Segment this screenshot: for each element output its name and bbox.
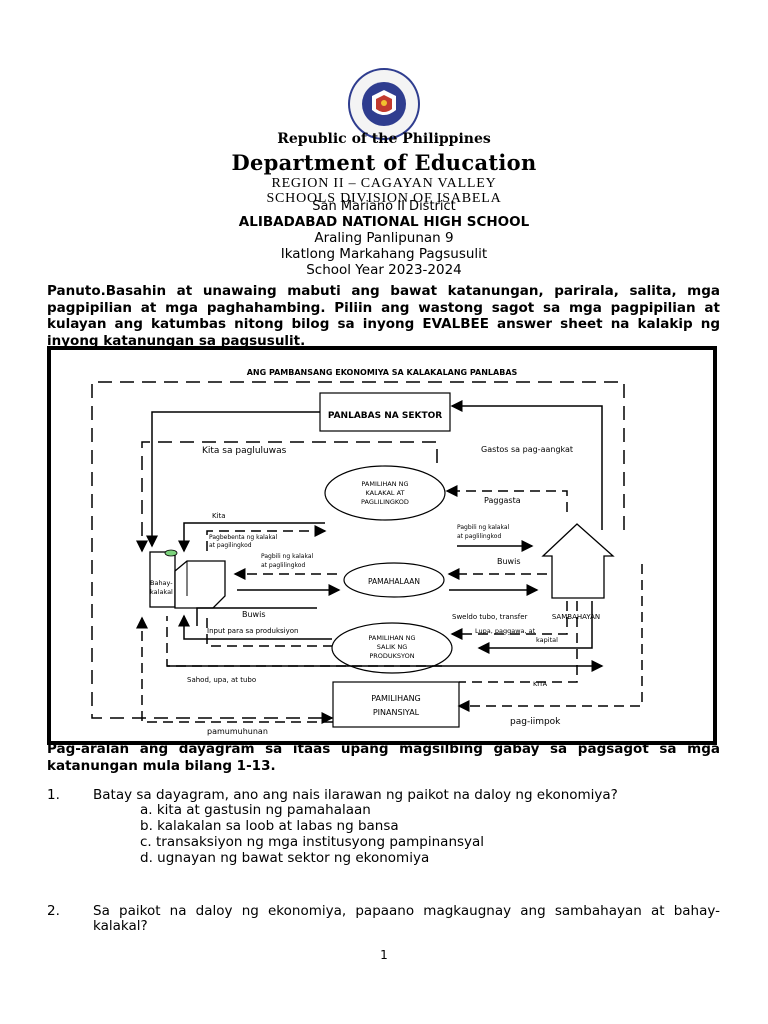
input-label: Input para sa produksiyon [207, 627, 298, 635]
division-line: SCHOOLS DIVISION OF ISABELA [266, 191, 502, 206]
gastos-label: Gastos sa pag-aangkat [481, 445, 573, 454]
school-year: School Year 2023-2024 [306, 262, 462, 278]
bahay-kalakal-building [149, 551, 176, 608]
deped-seal-graphic [348, 68, 420, 140]
diagram-title: ANG PAMBANSANG EKONOMIYA SA KALAKALANG P… [247, 368, 518, 377]
pamumuhunan-label: pamumuhunan [207, 727, 268, 736]
kalakal-label-2: KALAKAL AT [365, 489, 404, 497]
panlabas-label: PANLABAS NA SEKTOR [328, 411, 442, 421]
option-c: c. transaksiyon ng mga institusyong pamp… [140, 834, 485, 850]
pagbebenta-label-2: at pagilingkod [209, 542, 252, 549]
instructions-line: kulayan ang katumbas nitong bilog sa iny… [47, 316, 720, 332]
pinansiyal-box [332, 681, 460, 728]
question-text: Batay sa dayagram, ano ang nais ilarawan… [93, 787, 618, 803]
kita2-label: KITA [533, 680, 548, 688]
page-number: 1 [380, 948, 388, 962]
bahay-label-1: Bahay- [150, 579, 173, 587]
lupa-label-1: Lupa, paggawa, at [475, 627, 536, 635]
guide-line: Pag-aralan ang dayagram sa itaas upang m… [47, 741, 720, 757]
question-number: 2. [47, 903, 60, 919]
lupa-label-2: kapital [536, 636, 558, 644]
question-text-line: kalakal? [93, 918, 148, 934]
pagiimpok-label: pag-iimpok [510, 717, 561, 727]
subject-line: Araling Panlipunan 9 [314, 230, 454, 246]
option-a: a. kita at gastusin ng pamahalaan [140, 802, 371, 818]
pinansiyal-label-1: PAMILIHANG [371, 694, 421, 703]
circular-flow-diagram: ANG PAMBANSANG EKONOMIYA SA KALAKALANG P… [47, 346, 717, 745]
guide-line: katanungan mula bilang 1-13. [47, 757, 276, 774]
salik-label-3: PRODUKSYON [369, 652, 414, 660]
salik-label-2: SALIK NG [377, 643, 407, 651]
question-number: 1. [47, 787, 60, 803]
instructions-line: inyong katanungan sa pagsusulit. [47, 332, 306, 349]
instructions-paragraph: Panuto.Basahin at unawaing mabuti ang ba… [47, 283, 720, 349]
salik-label-1: PAMILIHAN NG [368, 634, 415, 642]
paggasta-label: Paggasta [484, 496, 521, 505]
republic-line: Republic of the Philippines [277, 131, 491, 147]
import-arrow [450, 400, 603, 530]
sahod-label: Sahod, upa, at tubo [187, 676, 256, 684]
circular-flow-svg: ANG PAMBANSANG EKONOMIYA SA KALAKALANG P… [47, 346, 717, 745]
region-line: REGION II – CAGAYAN VALLEY [271, 176, 497, 191]
pagbili-left-label-1: Pagbili ng kalakal [261, 553, 314, 560]
pagbili-left-label-2: at paglilingkod [261, 562, 305, 569]
kalakal-market [324, 465, 446, 521]
question-text-line: Sa paikot na daloy ng ekonomiya, papaano… [93, 903, 720, 919]
bahay-label-2: kalakal [150, 588, 173, 596]
kalakal-label-3: PAGLILINGKOD [361, 498, 409, 506]
option-b: b. kalakalan sa loob at labas ng bansa [140, 818, 399, 834]
pamahalaan-label: PAMAHALAAN [368, 577, 420, 586]
district-line: San Mariano II District [312, 199, 456, 214]
buwis-right-label: Buwis [497, 557, 521, 566]
sambahayan-label: SAMBAHAYAN [552, 613, 600, 621]
buwis-left-label: Buwis [242, 610, 266, 619]
salik-market [331, 622, 453, 674]
department-title: Department of Education [231, 150, 537, 175]
school-name: ALIBADABAD NATIONAL HIGH SCHOOL [238, 214, 530, 230]
pinansiyal-label-2: PINANSIYAL [373, 708, 420, 717]
sambahayan-house [541, 523, 615, 599]
deped-seal [346, 66, 422, 142]
guide-paragraph: Pag-aralan ang dayagram sa itaas upang m… [47, 741, 720, 774]
instructions-line: pagpipilian at mga paghahambing. Piliin … [47, 299, 720, 316]
kita-pagluluwas-label: Kita sa pagluluwas [202, 446, 287, 456]
pamahalaan-ellipse [343, 562, 445, 598]
panlabas-box [319, 392, 451, 432]
export-arrow [146, 411, 320, 548]
kita-label: Kita [212, 512, 226, 520]
pagbebenta-label-1: Pagbebenta ng kalakal [209, 534, 278, 541]
instructions-line: Panuto.Basahin at unawaing mabuti ang ba… [47, 283, 720, 299]
kalakal-label-1: PAMILIHAN NG [361, 480, 408, 488]
exam-title: Ikatlong Markahang Pagsusulit [280, 246, 488, 262]
sweldo-label: Sweldo tubo, transfer [452, 613, 527, 621]
option-d: d. ugnayan ng bawat sektor ng ekonomiya [140, 850, 430, 866]
pagbili-right-label-2: at paglilingkod [457, 533, 501, 540]
pagbili-right-label-1: Pagbili ng kalakal [457, 524, 510, 531]
